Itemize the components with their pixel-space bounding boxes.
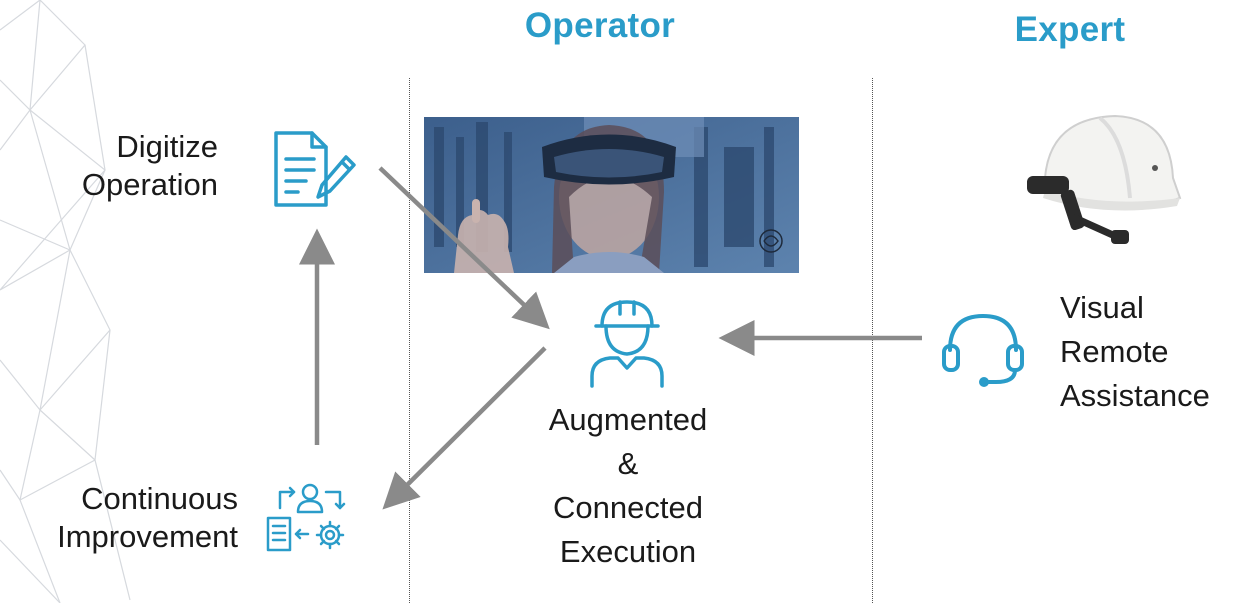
augmented-line4: Execution <box>559 534 697 569</box>
augmented-line2: & <box>617 446 639 481</box>
continuous-improvement-label: Continuous Improvement <box>10 480 238 556</box>
augmented-line3: Connected <box>553 490 703 525</box>
worker-hardhat-icon <box>590 300 664 388</box>
visual-remote-assistance-label: Visual Remote Assistance <box>1060 286 1240 418</box>
continuous-line2: Improvement <box>57 519 238 554</box>
operator-with-ar-headset-photo <box>424 117 799 273</box>
column-divider-left <box>409 78 410 603</box>
digitize-line2: Operation <box>81 167 218 202</box>
column-divider-right <box>872 78 873 603</box>
smart-helmet-with-camera <box>1005 108 1190 263</box>
remote-line2: Remote <box>1060 334 1169 369</box>
arrow-execution-to-improvement <box>382 346 547 510</box>
expert-header: Expert <box>1014 10 1126 49</box>
augmented-line1: Augmented <box>548 402 708 437</box>
process-improvement-icon <box>266 483 346 552</box>
remote-line3: Assistance <box>1060 378 1210 413</box>
document-edit-icon <box>274 131 356 207</box>
remote-line1: Visual <box>1060 290 1144 325</box>
augmented-execution-label: Augmented & Connected Execution <box>510 398 746 574</box>
headset-icon <box>942 314 1024 387</box>
continuous-line1: Continuous <box>81 481 238 516</box>
arrow-digitize-to-execution <box>378 166 550 330</box>
digitize-operation-label: Digitize Operation <box>20 128 218 204</box>
operator-header: Operator <box>524 6 676 45</box>
digitize-line1: Digitize <box>116 129 218 164</box>
